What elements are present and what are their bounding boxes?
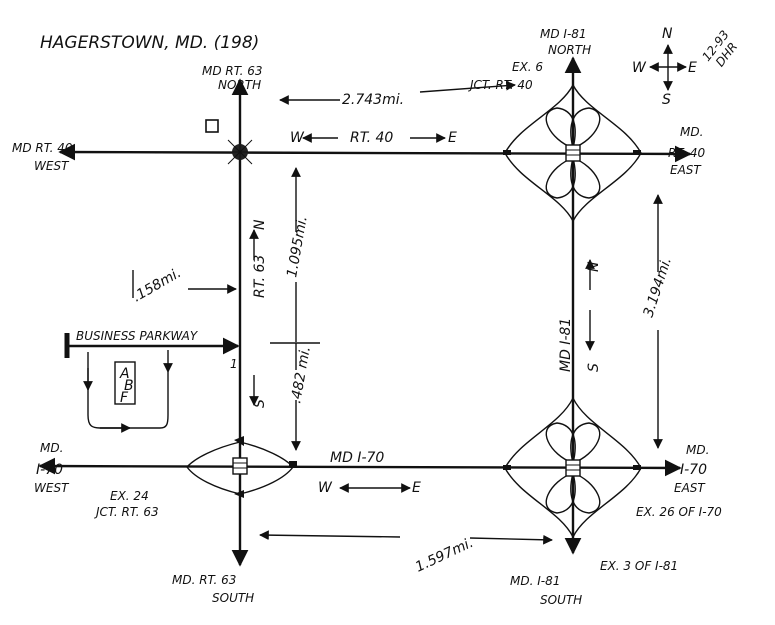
site-letter-f: F (120, 390, 129, 406)
svg-text:.158mi.: .158mi. (130, 265, 184, 305)
label-exit-24: EX. 24 JCT. RT. 63 (94, 489, 159, 519)
label-rt63-s: S (252, 399, 268, 408)
label-rt63-south: MD. RT. 63 SOUTH (172, 573, 254, 605)
svg-text:W: W (632, 60, 647, 76)
label-i70-center: MD I-70 (330, 450, 384, 466)
distance-3194: 3.194mi. (641, 255, 675, 319)
svg-text:N: N (662, 26, 673, 42)
label-business-parkway: BUSINESS PARKWAY (76, 329, 199, 343)
signal-icon (226, 138, 254, 166)
svg-text:RT. 40: RT. 40 (668, 146, 706, 160)
label-i70-west: MD. I-70 WEST (34, 441, 70, 495)
diamond-interchange-rt63 (186, 436, 297, 498)
distance-1597: 1.597mi. (413, 535, 476, 576)
label-i70-w: W (318, 480, 333, 496)
label-i81-vertical: MD I-81 (558, 318, 574, 372)
svg-text:MD RT. 40: MD RT. 40 (12, 141, 73, 155)
site-letter-b: B (124, 378, 134, 394)
label-rt40-east: MD. RT. 40 EAST (668, 125, 706, 177)
svg-text:JCT. RT. 63: JCT. RT. 63 (94, 505, 159, 519)
svg-text:MD RT. 63: MD RT. 63 (202, 64, 263, 78)
svg-text:S: S (252, 399, 268, 408)
svg-text:NORTH: NORTH (548, 43, 591, 57)
label-rt40-center: RT. 40 (350, 130, 393, 146)
svg-text:N: N (252, 219, 268, 230)
svg-text:SOUTH: SOUTH (212, 591, 254, 605)
map-title: HAGERSTOWN, MD. (198) (40, 33, 259, 53)
label-exit-26: EX. 26 OF I-70 (636, 505, 722, 519)
svg-text:WEST: WEST (34, 481, 70, 495)
label-i81-south: MD. I-81 SOUTH (510, 574, 582, 607)
svg-text:MD. I-81: MD. I-81 (510, 574, 560, 588)
label-rt63-north: MD RT. 63 NORTH (202, 64, 263, 92)
svg-text:EAST: EAST (674, 481, 706, 495)
svg-text:JCT. RT. 40: JCT. RT. 40 (468, 78, 533, 92)
svg-text:3.194mi.: 3.194mi. (641, 255, 675, 319)
svg-text:E: E (688, 60, 697, 76)
svg-text:NORTH: NORTH (218, 78, 261, 92)
distance-2743: 2.743mi. (342, 92, 404, 108)
cloverleaf-interchange-rt40 (503, 83, 642, 223)
distance-line-i70 (259, 530, 401, 541)
cloverleaf-interchange-i70 (503, 396, 642, 539)
label-i70-e: E (412, 480, 421, 496)
svg-text:MD I-81: MD I-81 (558, 318, 574, 372)
svg-text:MD. RT. 63: MD. RT. 63 (172, 573, 236, 587)
svg-text:1.597mi.: 1.597mi. (413, 535, 476, 576)
svg-text:.482 mi.: .482 mi. (288, 345, 314, 405)
svg-text:MD.: MD. (40, 441, 63, 455)
label-rt40-west: MD RT. 40 WEST (12, 141, 73, 173)
compass-rose-icon: N S W E (632, 26, 697, 108)
svg-text:WEST: WEST (34, 159, 70, 173)
svg-text:1.095mi.: 1.095mi. (284, 215, 311, 279)
svg-text:SOUTH: SOUTH (540, 593, 582, 607)
svg-text:S: S (586, 363, 602, 372)
square-marker-icon (205, 119, 219, 133)
label-exit-6: EX. 6 JCT. RT. 40 (468, 60, 543, 92)
label-rt40-w: W (290, 130, 305, 146)
svg-text:MD.: MD. (680, 125, 703, 139)
svg-text:MD.: MD. (686, 443, 709, 457)
label-i81-n: N (586, 261, 602, 272)
date-code: 12-93 DHR (699, 28, 740, 70)
label-rt63-vertical: RT. 63 (252, 255, 268, 298)
svg-text:EX. 6: EX. 6 (512, 60, 543, 74)
label-exit-3: EX. 3 OF I-81 (600, 559, 678, 573)
label-i81-s: S (586, 363, 602, 372)
business-site-loop: A B F (83, 350, 173, 433)
label-i70-east: MD. I-70 EAST (674, 443, 709, 495)
label-bp-number: 1 (230, 357, 238, 371)
label-i81-north: MD I-81 NORTH (540, 27, 591, 57)
distance-158: .158mi. (130, 265, 184, 305)
rt40-road (58, 143, 692, 163)
svg-text:MD I-81: MD I-81 (540, 27, 587, 41)
svg-text:RT. 63: RT. 63 (252, 255, 268, 298)
site-letter-a: A (119, 366, 130, 382)
label-rt63-n: N (252, 219, 268, 230)
svg-text:N: N (586, 261, 602, 272)
distance-482: .482 mi. (288, 345, 314, 405)
svg-text:S: S (662, 92, 671, 108)
svg-text:I-70: I-70 (680, 462, 707, 478)
svg-text:I-70: I-70 (36, 462, 63, 478)
label-rt40-e: E (448, 130, 457, 146)
svg-text:EAST: EAST (670, 163, 702, 177)
distance-1095: 1.095mi. (284, 215, 311, 279)
i70-road (38, 457, 682, 477)
svg-text:EX. 24: EX. 24 (110, 489, 149, 503)
